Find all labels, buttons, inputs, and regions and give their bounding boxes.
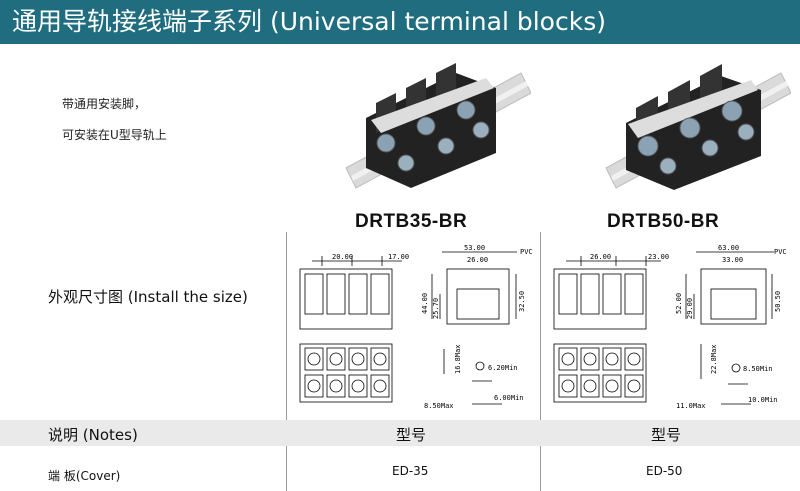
column-divider-2 xyxy=(540,232,541,491)
dim-inner-50: 33.00 xyxy=(722,256,743,264)
model-header-1: 型号 xyxy=(396,426,427,444)
dim-h1-35: 44.00 xyxy=(421,293,429,314)
intro-line-2: 可安装在U型导轨上 xyxy=(62,128,167,142)
column-divider-1 xyxy=(286,232,287,491)
row-label-notes: 说明 (Notes) xyxy=(48,426,138,444)
model-title-drtb35: DRTB35-BR xyxy=(355,211,468,232)
intro-line-1: 带通用安装脚， xyxy=(62,97,147,111)
dim-maxh-50: 22.8Max xyxy=(710,344,718,374)
product-photo-drtb50 xyxy=(605,64,791,190)
dim-depth-50: 11.0Max xyxy=(676,402,706,410)
dim-h2-35: 25.70 xyxy=(432,298,440,319)
row-label-install: 外观尺寸图 (Install the size) xyxy=(48,288,248,306)
dim-pvc-35: PVC xyxy=(520,248,533,256)
dim-end-35: 17.00 xyxy=(388,253,409,261)
dim-width-50: 63.00 xyxy=(718,244,739,252)
dim-inner-35: 26.00 xyxy=(467,256,488,264)
dim-depth-35: 8.50Max xyxy=(424,402,454,410)
dim-h3-35: 32.50 xyxy=(518,291,526,312)
dim-pitch-35: 20.00 xyxy=(332,253,353,261)
model-header-2: 型号 xyxy=(651,426,682,444)
notes-band xyxy=(0,420,800,446)
page-header: 通用导轨接线端子系列 (Universal terminal blocks) xyxy=(0,0,800,44)
dim-hole-35: 6.20Min xyxy=(488,364,518,372)
cover-value-drtb35: ED-35 xyxy=(392,464,429,478)
dim-pitch-50: 26.00 xyxy=(590,253,611,261)
model-title-drtb50: DRTB50-BR xyxy=(607,211,720,232)
cover-value-drtb50: ED-50 xyxy=(646,464,683,478)
dim-pvc-50: PVC xyxy=(774,248,787,256)
dim-slot-35: 6.00Min xyxy=(494,394,524,402)
dim-slot-50: 10.0Min xyxy=(748,396,778,404)
product-photo-drtb35 xyxy=(345,63,531,189)
dim-end-50: 23.00 xyxy=(648,253,669,261)
page-title: 通用导轨接线端子系列 (Universal terminal blocks) xyxy=(12,7,606,36)
dim-width-35: 53.00 xyxy=(464,244,485,252)
dim-h3-50: 50.50 xyxy=(774,291,782,312)
dim-hole-50: 8.50Min xyxy=(743,365,773,373)
dimension-drawing-drtb35: 20.00 17.00 53.00 26.00 PVC 44.00 25.70 … xyxy=(292,244,537,414)
dim-maxh-35: 16.8Max xyxy=(454,344,462,374)
row-label-cover: 端 板(Cover) xyxy=(48,469,121,483)
dim-h1-50: 52.00 xyxy=(675,293,683,314)
dimension-drawing-drtb50: 26.00 23.00 63.00 33.00 PVC 52.00 29.00 … xyxy=(546,244,796,414)
dim-h2-50: 29.00 xyxy=(686,298,694,319)
